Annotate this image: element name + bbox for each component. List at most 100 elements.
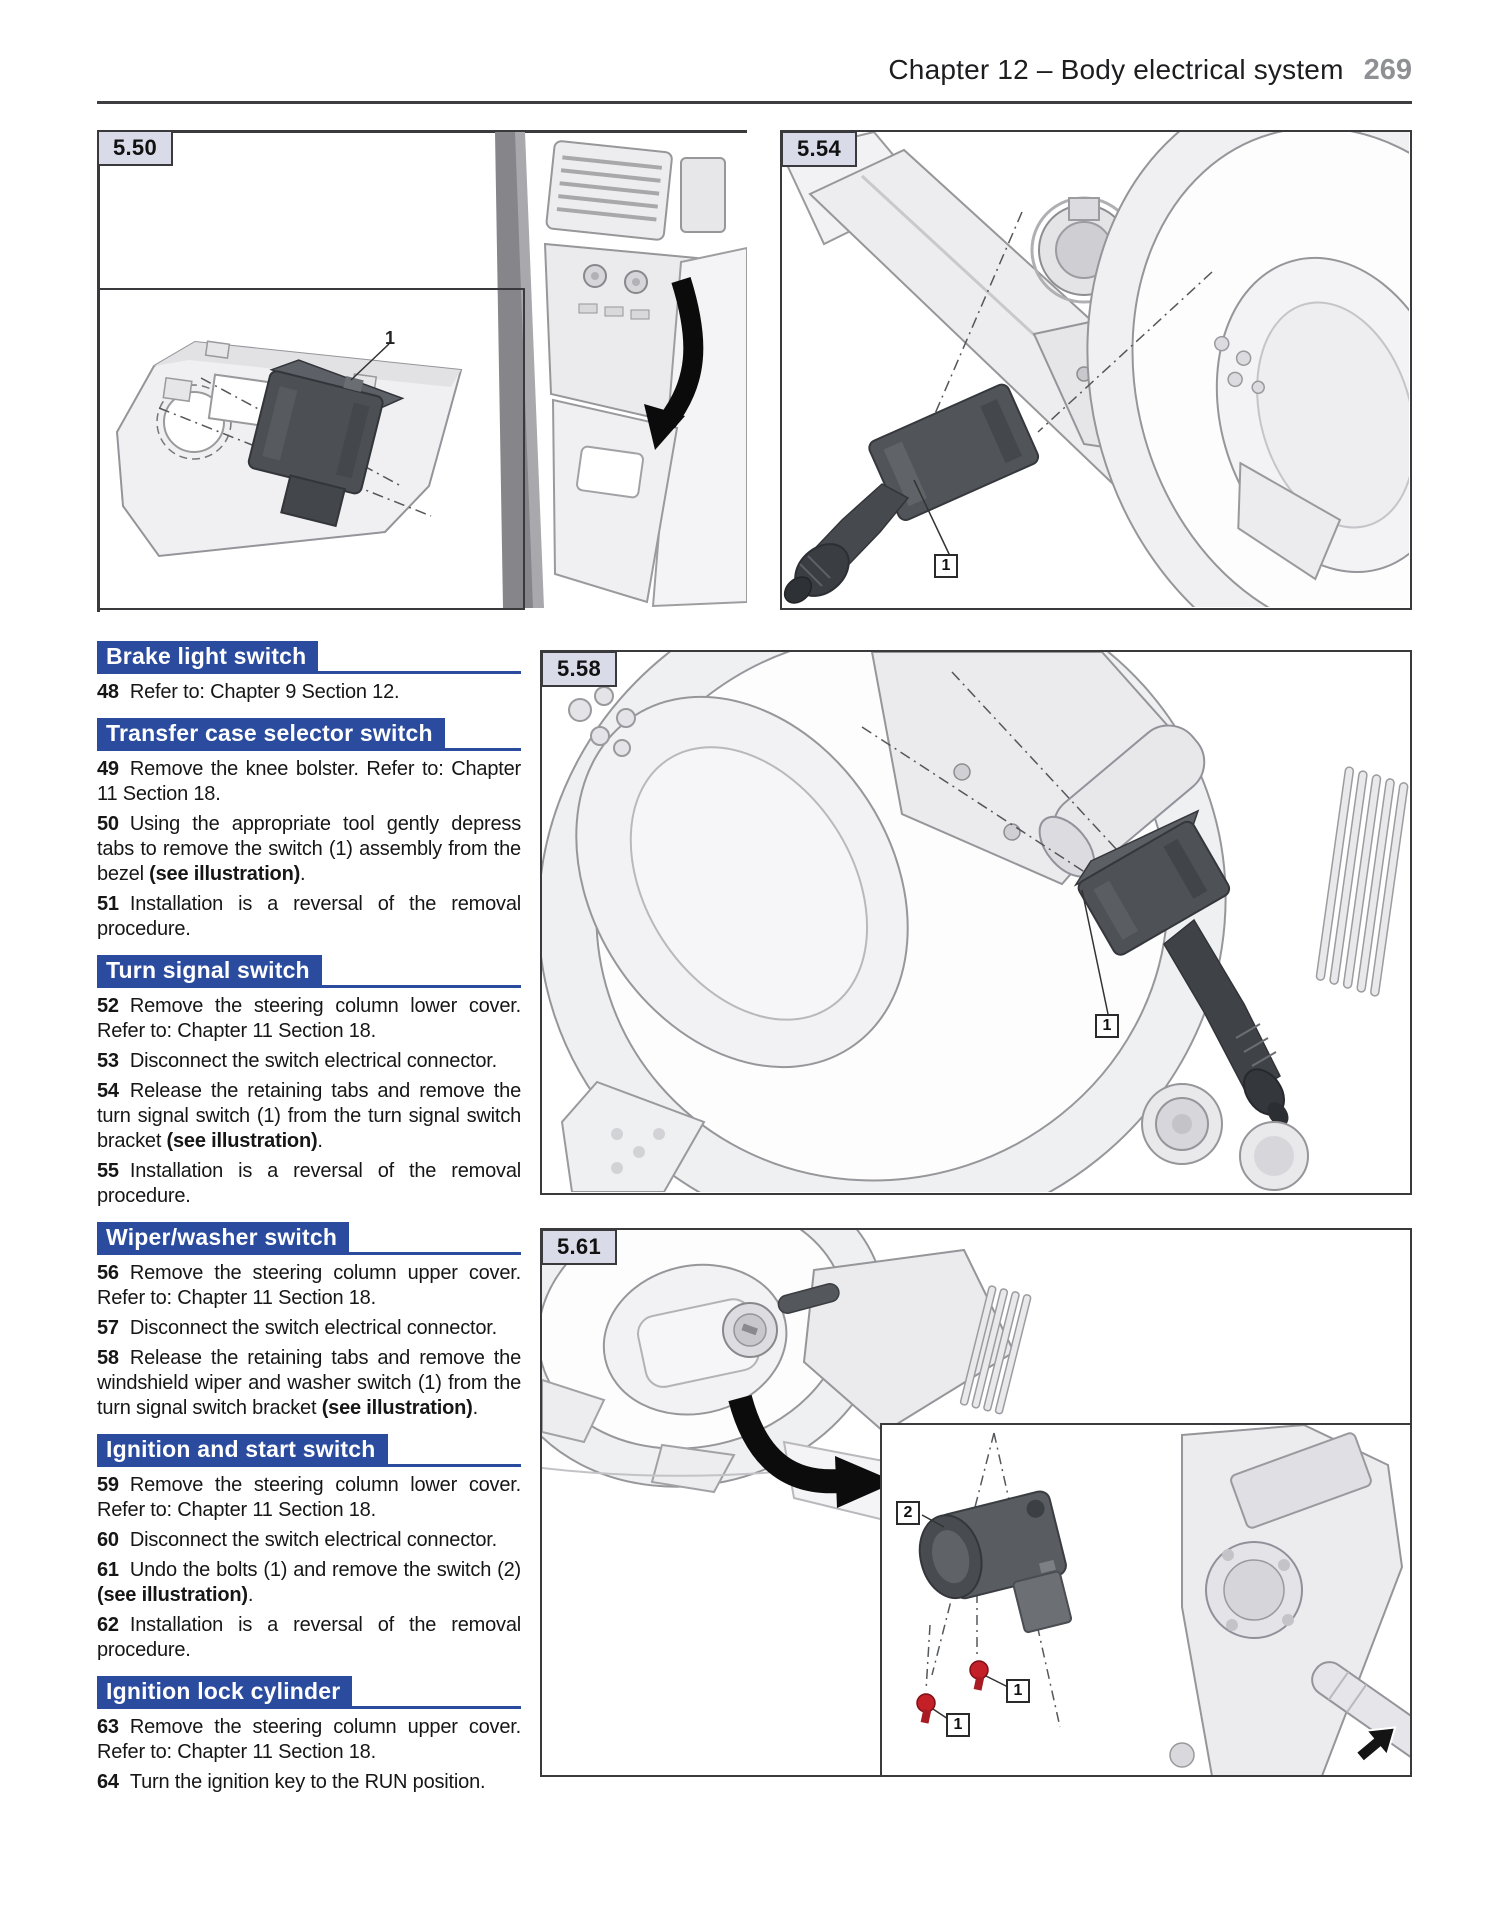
- dash-vents: [1315, 766, 1409, 997]
- part-callout-bolt: 1: [946, 1713, 970, 1737]
- figure-5-50: 5.50: [97, 130, 747, 612]
- part-callout-switch: 2: [896, 1501, 920, 1525]
- figure-5-61: 5.61: [540, 1228, 1412, 1777]
- procedure-step: 64 Turn the ignition key to the RUN posit…: [97, 1770, 521, 1795]
- figure-5-61-inset: 2 1 1: [880, 1423, 1410, 1775]
- dash-vents: [959, 1285, 1032, 1415]
- combination-switch: [868, 383, 1040, 521]
- procedure-step: 60 Disconnect the switch electrical conne…: [97, 1528, 521, 1553]
- figure-5-54-art: [782, 132, 1409, 607]
- figure-5-58: 5.58: [540, 650, 1412, 1195]
- step-text: Undo the bolts (1) and remove the switch…: [129, 1559, 521, 1581]
- step-number: 53: [97, 1050, 119, 1072]
- step-text: .: [247, 1584, 254, 1606]
- section-heading: Wiper/washer switch: [97, 1222, 521, 1255]
- figure-5-61-inset-art: [916, 1425, 1410, 1775]
- step-text-bold: (see illustration): [166, 1130, 318, 1152]
- step-number: 58: [97, 1347, 119, 1369]
- bolt-b: [916, 1693, 936, 1724]
- step-number: 55: [97, 1160, 119, 1182]
- step-text: Remove the steering column lower cover. …: [97, 995, 521, 1042]
- step-text: Installation is a reversal of the remova…: [97, 1160, 521, 1207]
- figure-label: 5.54: [782, 132, 857, 167]
- bolt-a: [969, 1660, 989, 1691]
- part-callout-switch: 1: [385, 328, 396, 348]
- step-text: Refer to: Chapter 9 Section 12.: [129, 681, 400, 703]
- figure-label: 5.61: [542, 1230, 617, 1265]
- steering-wheel: [1086, 132, 1409, 607]
- step-text: Installation is a reversal of the remova…: [97, 1614, 521, 1661]
- section-heading-label: Ignition and start switch: [97, 1434, 388, 1464]
- step-number: 61: [97, 1559, 119, 1581]
- airbag-pad: [575, 695, 909, 1069]
- step-number: 52: [97, 995, 119, 1017]
- procedure-step: 57 Disconnect the switch electrical conne…: [97, 1316, 521, 1341]
- step-number: 50: [97, 813, 119, 835]
- procedure-step: 48 Refer to: Chapter 9 Section 12.: [97, 680, 521, 705]
- step-number: 49: [97, 758, 119, 780]
- step-number: 48: [97, 681, 119, 703]
- figure-5-58-art: [542, 652, 1409, 1192]
- step-text: Release the retaining tabs and remove th…: [97, 1080, 521, 1152]
- step-number: 63: [97, 1716, 119, 1738]
- step-number: 62: [97, 1614, 119, 1636]
- direction-arrow-icon: [1354, 1726, 1397, 1764]
- step-text: Turn the ignition key to the RUN positio…: [129, 1771, 486, 1793]
- step-text: Remove the knee bolster. Refer to: Chapt…: [97, 758, 521, 805]
- step-text: Remove the steering column upper cover. …: [97, 1716, 521, 1763]
- wiper-switch: [1073, 809, 1231, 956]
- chapter-title: Chapter 12 – Body electrical system: [888, 54, 1344, 85]
- step-text: Disconnect the switch electrical connect…: [129, 1317, 497, 1339]
- procedure-text-column: Brake light switch 48 Refer to: Chapter 9 …: [97, 641, 521, 1795]
- page-number: 269: [1363, 54, 1412, 86]
- step-number: 57: [97, 1317, 119, 1339]
- step-text-bold: (see illustration): [97, 1584, 248, 1606]
- step-number: 59: [97, 1474, 119, 1496]
- header-rule: [97, 101, 1412, 104]
- section-heading-label: Wiper/washer switch: [97, 1222, 350, 1252]
- figure-label: 5.50: [97, 130, 173, 166]
- step-text: Using the appropriate tool gently depres…: [97, 813, 521, 885]
- figure-5-50-inset: [97, 288, 525, 610]
- step-number: 60: [97, 1529, 119, 1551]
- figure-5-50-dashboard-art: [495, 132, 747, 608]
- step-text: Release the retaining tabs and remove th…: [97, 1347, 521, 1419]
- section-heading: Ignition lock cylinder: [97, 1676, 521, 1709]
- step-text: Remove the steering column lower cover. …: [97, 1474, 521, 1521]
- part-callout-switch: 1: [1095, 1014, 1119, 1038]
- section-heading-label: Transfer case selector switch: [97, 718, 445, 748]
- section-heading-label: Ignition lock cylinder: [97, 1676, 353, 1706]
- section-heading: Ignition and start switch: [97, 1434, 521, 1467]
- section-heading-label: Brake light switch: [97, 641, 319, 671]
- section-heading: Turn signal switch: [97, 955, 521, 988]
- step-text: Remove the steering column upper cover. …: [97, 1262, 521, 1309]
- figure-label: 5.58: [542, 652, 617, 687]
- step-text: Disconnect the switch electrical connect…: [129, 1529, 497, 1551]
- procedure-step: 61 Undo the bolts (1) and remove the swit…: [97, 1558, 521, 1608]
- step-number: 64: [97, 1771, 119, 1793]
- step-number: 56: [97, 1262, 119, 1284]
- page-header: Chapter 12 – Body electrical system 269: [97, 54, 1412, 90]
- section-heading: Brake light switch: [97, 641, 521, 674]
- step-text-bold: (see illustration): [321, 1397, 473, 1419]
- step-text-bold: (see illustration): [149, 863, 301, 885]
- figure-5-54: 5.54: [780, 130, 1412, 610]
- step-number: 51: [97, 893, 119, 915]
- step-text: .: [317, 1130, 323, 1152]
- section-heading: Transfer case selector switch: [97, 718, 521, 751]
- step-text: Installation is a reversal of the remova…: [97, 893, 521, 940]
- figure-5-50-top-border: [97, 130, 747, 133]
- part-callout-bolt: 1: [1006, 1679, 1030, 1703]
